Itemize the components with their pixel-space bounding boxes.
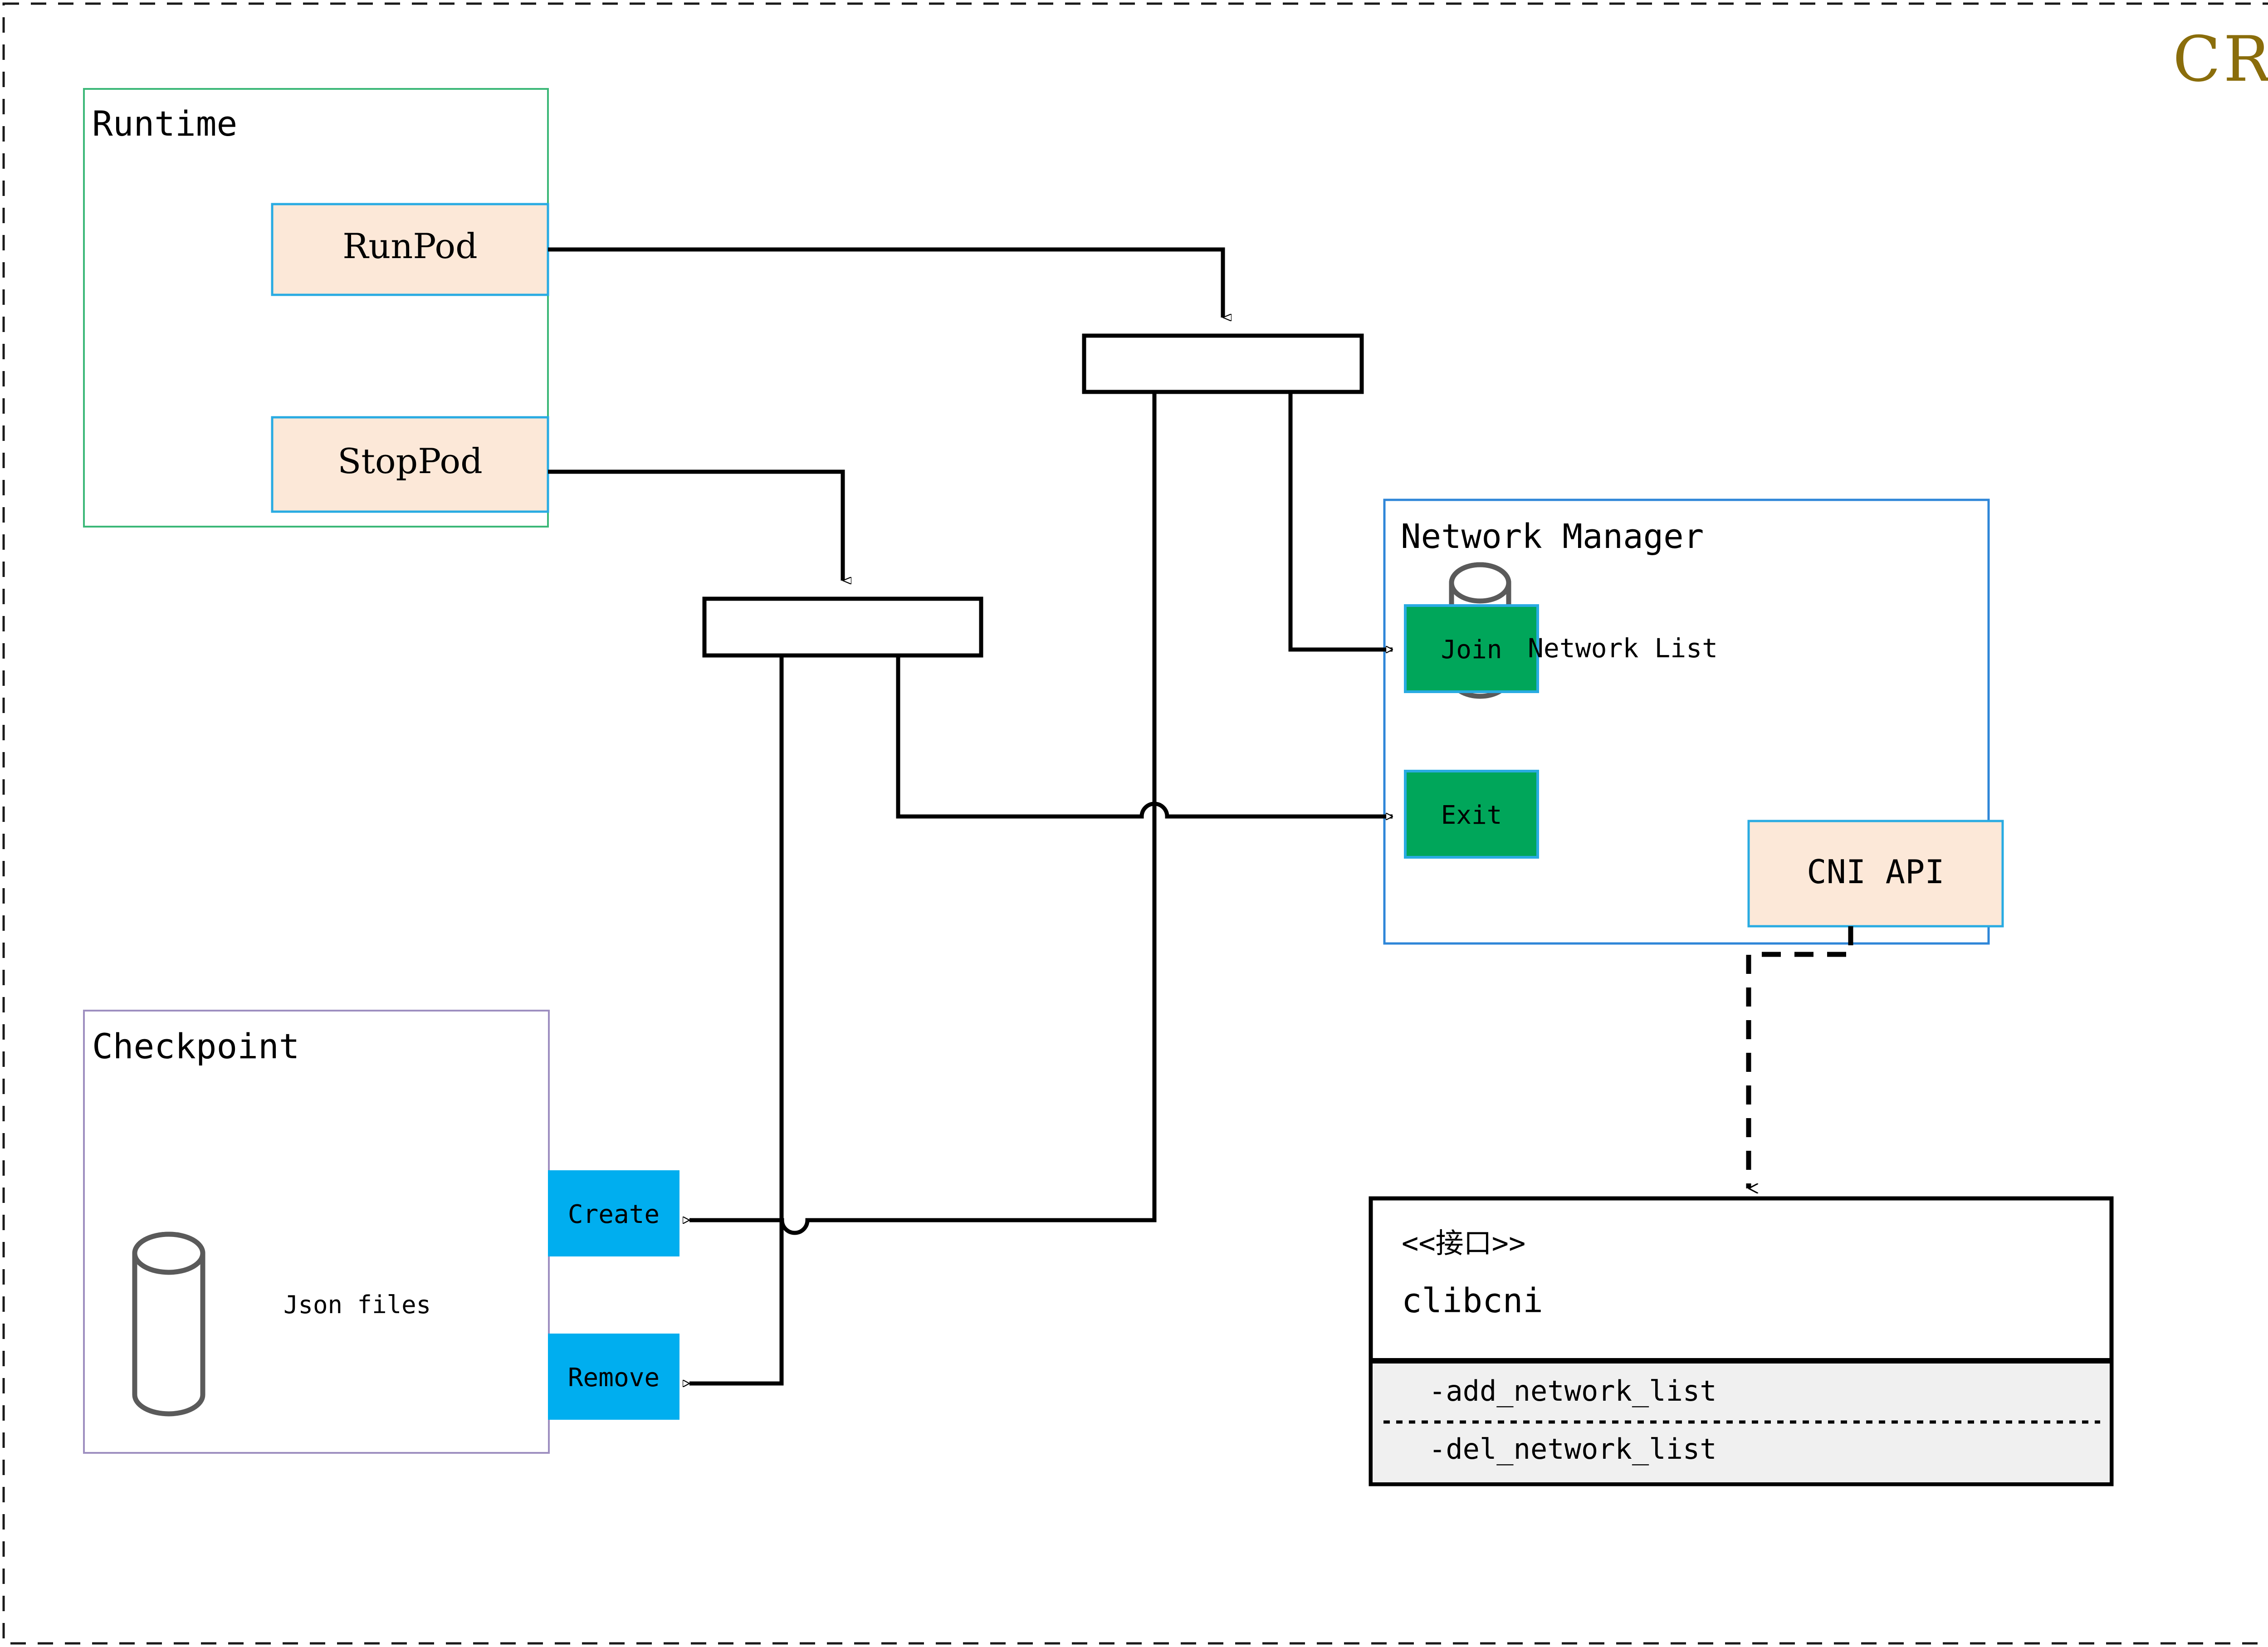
remove-label[interactable]: Remove — [567, 1363, 660, 1393]
edge-fork-bottom-to-exit — [896, 655, 1393, 816]
fork-top-bar — [1082, 333, 1364, 394]
runpod-box — [271, 203, 549, 296]
clibcni-name: clibcni — [1402, 1281, 1543, 1320]
exit-label[interactable]: Exit — [1441, 801, 1502, 830]
edge-stoppod-to-fork-bottom — [548, 469, 843, 581]
join-label[interactable]: Join — [1441, 635, 1502, 665]
network-list-label: Network List — [1528, 633, 1718, 664]
edge-fork-bottom-to-remove — [689, 655, 784, 1383]
clibcni-method-del: -del_network_list — [1429, 1432, 1717, 1466]
fork-bottom-bar — [702, 596, 983, 658]
join-box — [1404, 604, 1539, 693]
edge-runpod-to-fork-top — [548, 247, 1223, 318]
runpod-label[interactable]: RunPod — [342, 226, 478, 266]
edge-cni-api-realizes-clibcni — [1746, 926, 1853, 1188]
create-label[interactable]: Create — [567, 1200, 660, 1229]
edge-fork-top-to-create — [689, 392, 1157, 1235]
checkpoint-group-label: Checkpoint — [92, 1026, 300, 1066]
cni-api-box — [1747, 820, 2004, 928]
remove-box — [548, 1334, 679, 1420]
cni-api-label[interactable]: CNI API — [1807, 853, 1945, 891]
json-files-cylinder-shape — [132, 1232, 205, 1417]
diagram-title: CRI — [2173, 23, 2268, 96]
clibcni-stereotype: <<接口>> — [1402, 1227, 1526, 1260]
create-box — [548, 1170, 679, 1256]
clibcni-method-add: -add_network_list — [1429, 1374, 1717, 1408]
exit-box — [1404, 770, 1539, 859]
json-files-label: Json files — [284, 1290, 431, 1319]
network-manager-label: Network Manager — [1401, 517, 1704, 556]
edge-fork-top-to-join — [1288, 392, 1393, 650]
runtime-group-label: Runtime — [92, 103, 238, 144]
stoppod-box — [271, 416, 549, 513]
stoppod-label[interactable]: StopPod — [337, 441, 483, 481]
